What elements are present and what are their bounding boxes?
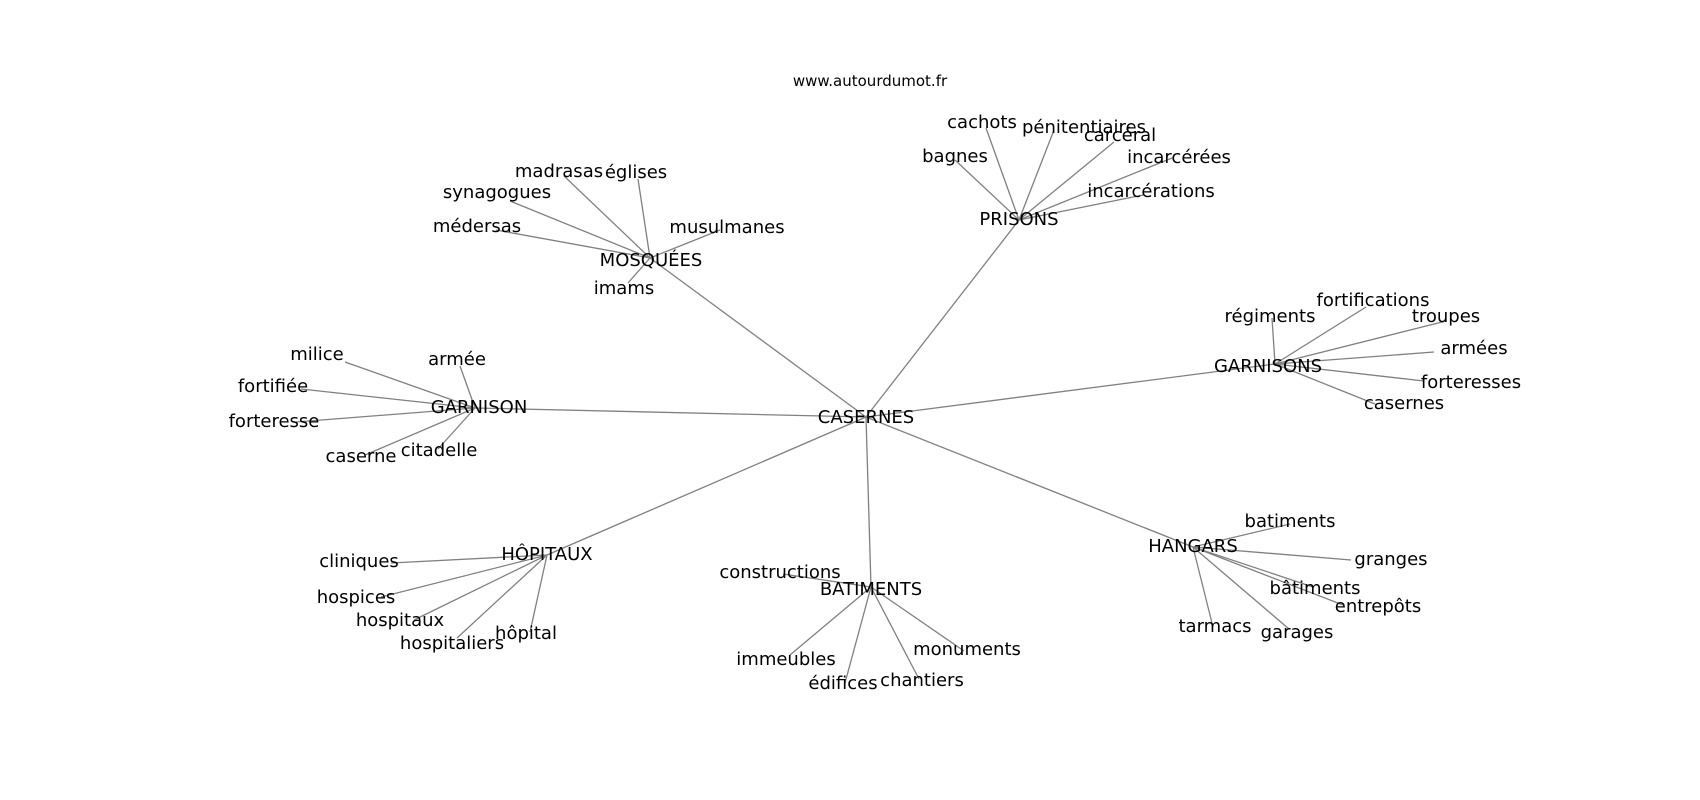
leaf-word[interactable]: madrasas (515, 161, 603, 182)
edge-garnisons-4 (1274, 363, 1425, 382)
edge-hangars-5 (1192, 546, 1290, 630)
leaf-word[interactable]: carcéral (1084, 125, 1156, 146)
edge-center-garnisons (865, 363, 1276, 418)
edge-hopitaux-1 (380, 554, 548, 598)
leaf-word[interactable]: hôpital (495, 623, 557, 644)
leaf-word[interactable]: hospices (317, 587, 396, 608)
leaf-word[interactable]: immeubles (736, 649, 835, 670)
leaf-word[interactable]: citadelle (401, 440, 478, 461)
edge-center-garnison (474, 407, 867, 418)
leaf-word[interactable]: cachots (947, 112, 1017, 133)
leaf-word[interactable]: armées (1440, 338, 1507, 359)
leaf-word[interactable]: musulmanes (669, 217, 784, 238)
edge-hangars-3 (1192, 546, 1344, 606)
leaf-word[interactable]: monuments (913, 639, 1021, 660)
edge-hangars-2 (1192, 546, 1314, 588)
edge-garnison-1 (459, 365, 476, 409)
edge-garnison-4 (364, 407, 476, 456)
leaf-word[interactable]: tarmacs (1178, 616, 1251, 637)
hub-word-garnison[interactable]: GARNISON (431, 397, 528, 418)
leaf-word[interactable]: milice (290, 344, 344, 365)
hub-word-hopitaux[interactable]: HÔPITAUX (501, 543, 592, 565)
leaf-word[interactable]: médersas (433, 216, 521, 237)
edge-batiments-2 (844, 586, 872, 684)
edge-center-hopitaux (546, 416, 867, 556)
center-word[interactable]: CASERNES (818, 407, 914, 428)
leaf-word[interactable]: entrepôts (1335, 596, 1422, 617)
edge-garnisons-5 (1274, 363, 1376, 405)
hub-word-prisons[interactable]: PRISONS (979, 209, 1058, 230)
hub-word-mosquees[interactable]: MOSQUÉES (600, 249, 703, 271)
leaf-word[interactable]: granges (1354, 549, 1427, 570)
edge-garnison-5 (437, 407, 476, 450)
edge-center-prisons (865, 219, 1020, 418)
leaf-word[interactable]: caserne (326, 446, 397, 467)
leaf-word[interactable]: régiments (1225, 306, 1316, 327)
leaf-word[interactable]: constructions (719, 562, 840, 583)
leaf-word[interactable]: incarcérées (1127, 147, 1231, 168)
edge-mosquees-4 (649, 229, 721, 259)
edge-prisons-4 (1018, 194, 1144, 221)
edge-garnison-3 (295, 407, 476, 423)
leaf-word[interactable]: églises (605, 162, 667, 183)
edge-prisons-1 (1018, 129, 1055, 221)
edge-batiments-1 (789, 586, 872, 656)
leaf-word[interactable]: cliniques (319, 551, 399, 572)
edge-mosquees-0 (563, 175, 651, 259)
leaf-word[interactable]: forteresses (1421, 372, 1521, 393)
edge-mosquees-2 (509, 200, 651, 259)
edge-garnison-0 (344, 361, 476, 409)
leaf-word[interactable]: hospitaux (356, 610, 445, 631)
leaf-word[interactable]: garages (1261, 622, 1334, 643)
edge-garnisons-3 (1274, 351, 1435, 365)
leaf-word[interactable]: pénitentiaires (1022, 117, 1146, 138)
leaf-word[interactable]: casernes (1364, 393, 1444, 414)
edge-prisons-5 (954, 159, 1020, 221)
leaf-word[interactable]: fortifications (1317, 290, 1430, 311)
edge-hopitaux-0 (390, 554, 548, 564)
edge-center-hangars (865, 416, 1194, 548)
edge-hopitaux-3 (456, 554, 548, 639)
edge-hopitaux-2 (413, 554, 548, 621)
edge-garnison-2 (300, 388, 476, 409)
leaf-word[interactable]: hospitaliers (400, 633, 504, 654)
edge-batiments-4 (870, 586, 965, 652)
edge-mosquees-1 (637, 178, 651, 259)
leaf-word[interactable]: édifices (808, 673, 877, 694)
leaf-word[interactable]: bagnes (922, 146, 988, 167)
leaf-word[interactable]: armée (428, 349, 486, 370)
hub-word-garnisons[interactable]: GARNISONS (1214, 356, 1322, 377)
edge-center-batiments (865, 416, 872, 588)
leaf-word[interactable]: chantiers (880, 670, 964, 691)
leaf-word[interactable]: imams (594, 278, 654, 299)
site-url: www.autourdumot.fr (792, 72, 948, 90)
leaf-word[interactable]: troupes (1412, 306, 1480, 327)
leaf-word[interactable]: fortifiée (238, 376, 308, 397)
leaf-word[interactable]: batiments (1245, 511, 1336, 532)
edge-hangars-1 (1192, 546, 1352, 561)
edge-batiments-0 (782, 573, 872, 588)
leaf-word[interactable]: incarcérations (1087, 181, 1215, 202)
leaf-word[interactable]: synagogues (443, 182, 551, 203)
edge-hangars-4 (1192, 546, 1214, 628)
edge-mosquees-3 (495, 229, 651, 259)
edge-prisons-3 (1018, 157, 1173, 221)
edge-batiments-3 (870, 586, 920, 680)
hub-word-batiments[interactable]: BATIMENTS (820, 579, 922, 600)
edge-prisons-2 (1018, 141, 1115, 221)
edge-hangars-0 (1192, 523, 1291, 548)
edge-garnisons-2 (1274, 320, 1447, 365)
edge-garnisons-1 (1274, 306, 1367, 365)
edge-center-mosquees (649, 257, 867, 418)
edge-mosquees-5 (627, 257, 651, 284)
edge-garnisons-0 (1271, 317, 1276, 365)
edge-prisons-0 (985, 127, 1020, 221)
edge-hopitaux-4 (529, 554, 548, 633)
leaf-word[interactable]: forteresse (229, 411, 320, 432)
edge-layer (295, 127, 1447, 684)
leaf-word[interactable]: bâtiments (1270, 578, 1361, 599)
hub-word-hangars[interactable]: HANGARS (1148, 536, 1238, 557)
